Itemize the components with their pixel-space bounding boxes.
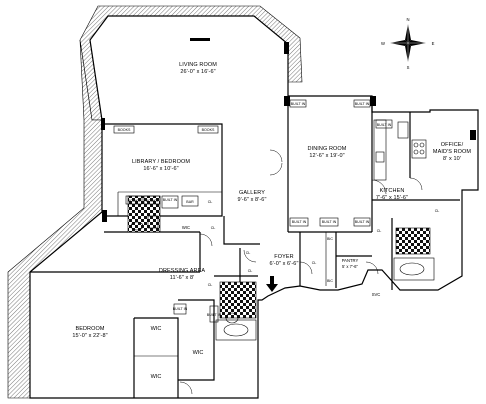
library-name: LIBRARY / BEDROOM <box>132 159 190 165</box>
bic-label-1: BIC <box>327 237 333 241</box>
gallery-dim: 9'-6" x 8'-6" <box>237 197 266 203</box>
built-in-label-1: BUILT IN <box>163 198 178 202</box>
books-label-3: BOOKS <box>128 199 141 203</box>
svc-label: SVC <box>372 292 381 297</box>
pantry-name: PANTRY <box>342 258 359 263</box>
interior-walls <box>30 96 460 398</box>
doors <box>179 149 423 395</box>
built-in-label-8: BUILT IN <box>173 307 188 311</box>
built-in-label-5: BUILT IN <box>322 220 337 224</box>
compass-n: N <box>406 17 409 22</box>
office-name-2: MAID'S ROOM <box>433 149 472 155</box>
cl-label-6: CL <box>246 251 251 255</box>
built-in-label-4: BUILT IN <box>292 220 307 224</box>
built-in-label-7: BUILT IN <box>377 123 392 127</box>
cl-label-8: CL <box>208 283 213 287</box>
living-room-dim: 26'-0" x 16'-6" <box>180 69 215 75</box>
wic-label-1: WIC <box>182 225 190 230</box>
kitchen-counters <box>373 119 427 181</box>
built-in-label-9: BUILT IN <box>207 313 222 317</box>
entry-arrow-icon <box>266 276 278 292</box>
cl-label-4: CL <box>377 229 382 233</box>
wic-label-3: WIC <box>193 350 204 356</box>
books-label-1: BOOKS <box>118 128 131 132</box>
kitchen-dim: 7'-6" x 15'-6" <box>376 195 408 201</box>
office-name: OFFICE/ <box>441 142 464 148</box>
books-label-2: BOOKS <box>202 128 215 132</box>
pantry-dim: 5' x 7'-6" <box>342 264 358 269</box>
bar-label: BAR <box>186 200 194 204</box>
dining-room-dim: 12'-6" x 19'-0" <box>309 153 344 159</box>
bic-label-2: BIC <box>327 279 333 283</box>
office-dim: 8' x 10' <box>443 156 461 162</box>
cl-label-3: CL <box>312 261 317 265</box>
built-in-label-2: BUILT IN <box>291 102 306 106</box>
dressing-area-dim: 11'-6" x 8' <box>170 275 195 281</box>
built-in-label-6: BUILT IN <box>355 220 370 224</box>
cl-label-1: CL <box>208 200 213 204</box>
compass-rose-icon: N S E W <box>381 17 435 70</box>
cl-label-5: CL <box>435 209 440 213</box>
books-label-4: BOOKS <box>146 199 159 203</box>
bedroom-name: BEDROOM <box>75 326 104 332</box>
cl-label-2: CL <box>211 226 216 230</box>
wic-label-2: WIC <box>151 326 162 332</box>
bedroom-dim: 15'-0" x 22'-8" <box>72 333 107 339</box>
library-dim: 16'-6" x 10'-6" <box>143 166 178 172</box>
compass-e: E <box>432 41 435 46</box>
component-labels: BOOKS BOOKS BOOKS BOOKS BUILT IN BAR CL … <box>113 99 440 380</box>
built-in-label-3: BUILT IN <box>355 102 370 106</box>
dressing-area-name: DRESSING AREA <box>159 268 205 274</box>
compass-w: W <box>381 41 385 46</box>
foyer-name: FOYER <box>274 254 293 260</box>
compass-s: S <box>407 65 410 70</box>
room-labels: LIVING ROOM 26'-0" x 16'-6" LIBRARY / BE… <box>72 62 471 339</box>
wic-label-4: WIC <box>151 374 162 380</box>
living-room-name: LIVING ROOM <box>179 62 217 68</box>
cl-label-7: CL <box>248 269 253 273</box>
dining-room-name: DINING ROOM <box>308 146 347 152</box>
foyer-dim: 6'-0" x 6'-6" <box>269 261 298 267</box>
kitchen-name: KITCHEN <box>380 188 405 194</box>
gallery-name: GALLERY <box>239 190 265 196</box>
